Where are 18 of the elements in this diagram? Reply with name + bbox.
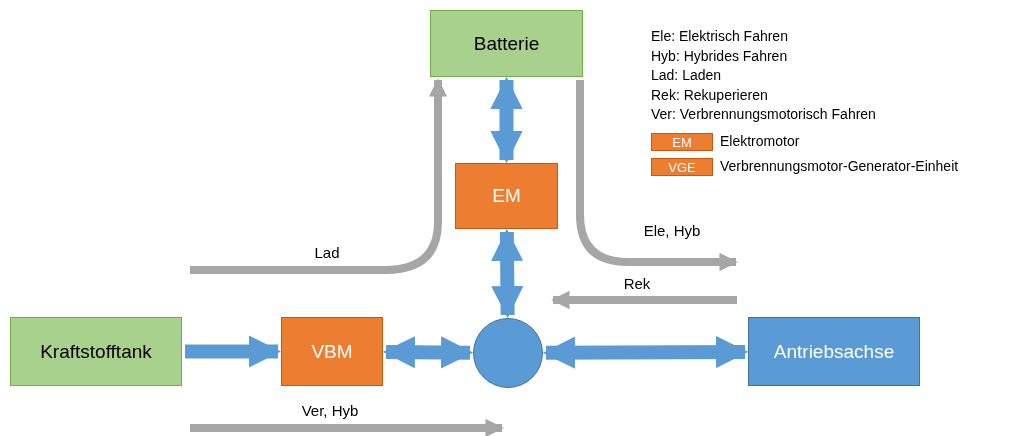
component-box: Batterie [430, 10, 583, 77]
legend-text: Elektromotor [720, 133, 800, 149]
arrow [490, 76, 523, 164]
component-box: Antriebsachse [748, 317, 920, 386]
abbreviation-note: Ver: Verbrennungsmotorisch Fahren [651, 106, 876, 123]
component-box: Kraftstofftank [10, 317, 182, 386]
abbreviation-note: Hyb: Hybrides Fahren [651, 47, 789, 64]
arrow [185, 335, 282, 368]
component-box: EM [455, 163, 558, 229]
abbreviation-note: Lad: Laden [651, 67, 723, 84]
abbreviation-note: Ele: Elektrisch Fahren [651, 28, 789, 45]
arrow [491, 228, 524, 319]
legend-swatch: VGE [651, 158, 713, 176]
abbreviation-note: Rek: Rekuperieren [651, 86, 769, 103]
legend-text: Verbrennungsmotor-Generator-Einheit [720, 158, 959, 174]
arrow [382, 336, 474, 369]
component-box: VBM [281, 317, 383, 386]
legend-swatch: EM [651, 133, 713, 151]
